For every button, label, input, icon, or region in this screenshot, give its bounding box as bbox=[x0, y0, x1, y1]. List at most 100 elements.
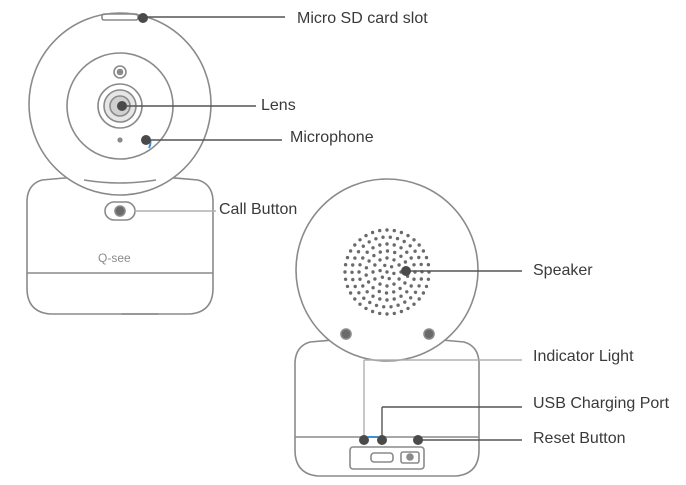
speaker-hole bbox=[402, 239, 406, 244]
speaker-hole bbox=[361, 244, 365, 248]
speaker-hole bbox=[371, 270, 375, 274]
indicator-light-accent bbox=[368, 436, 378, 438]
speaker-hole bbox=[385, 242, 389, 246]
speaker-hole bbox=[389, 305, 393, 309]
speaker-hole bbox=[372, 253, 376, 258]
speaker-hole bbox=[421, 249, 426, 253]
speaker-hole bbox=[424, 255, 429, 260]
speaker-hole bbox=[392, 282, 396, 286]
back-camera-head bbox=[295, 178, 479, 362]
speaker-hole bbox=[419, 262, 423, 267]
label-reset-button: Reset Button bbox=[533, 430, 626, 447]
front-camera-base bbox=[26, 175, 214, 315]
speaker-hole bbox=[392, 243, 396, 247]
speaker-hole bbox=[421, 291, 426, 295]
speaker-hole bbox=[399, 246, 403, 250]
speaker-hole bbox=[417, 284, 421, 288]
speaker-hole bbox=[378, 268, 382, 273]
speaker-grille bbox=[343, 228, 431, 316]
speaker-hole bbox=[392, 271, 396, 276]
speaker-hole bbox=[364, 233, 368, 238]
speaker-hole bbox=[412, 263, 416, 267]
speaker-hole bbox=[380, 275, 385, 279]
speaker-hole bbox=[426, 263, 431, 267]
speaker-hole bbox=[365, 250, 369, 254]
front-camera bbox=[26, 12, 214, 315]
indicator-light-dot bbox=[359, 435, 369, 445]
speaker-hole bbox=[385, 228, 389, 232]
label-indicator-light: Indicator Light bbox=[533, 348, 634, 365]
speaker-hole bbox=[358, 302, 362, 306]
speaker-hole bbox=[385, 256, 389, 260]
speaker-hole bbox=[371, 294, 375, 298]
speaker-hole bbox=[366, 280, 371, 284]
speaker-dot bbox=[401, 266, 411, 276]
front-neck bbox=[83, 179, 157, 184]
speaker-hole bbox=[353, 243, 357, 247]
speaker-hole bbox=[343, 277, 348, 281]
speaker-hole bbox=[378, 258, 382, 262]
speaker-hole bbox=[358, 263, 362, 267]
speaker-hole bbox=[392, 297, 396, 301]
speaker-hole bbox=[385, 298, 389, 302]
speaker-hole bbox=[403, 260, 408, 264]
speaker-hole bbox=[378, 243, 382, 247]
speaker-hole bbox=[357, 270, 361, 274]
speaker-hole bbox=[374, 303, 379, 308]
speaker-hole bbox=[392, 311, 396, 316]
speaker-hole bbox=[378, 250, 382, 254]
speaker-hole bbox=[387, 276, 391, 281]
speaker-hole bbox=[392, 228, 396, 233]
speaker-hole bbox=[417, 255, 421, 260]
usb-port-shape bbox=[370, 452, 394, 463]
leader-dots bbox=[117, 13, 423, 445]
speaker-hole bbox=[406, 233, 410, 238]
speaker-hole bbox=[367, 240, 371, 244]
speaker-hole bbox=[357, 291, 361, 295]
sd-card-slot-shape bbox=[101, 13, 139, 21]
label-sd-card-slot: Micro SD card slot bbox=[297, 10, 428, 27]
left-hinge bbox=[340, 328, 352, 340]
speaker-hole bbox=[362, 296, 366, 300]
speaker-hole bbox=[392, 290, 396, 294]
speaker-hole bbox=[385, 312, 389, 316]
label-microphone: Microphone bbox=[290, 129, 374, 146]
speaker-hole bbox=[364, 273, 368, 277]
speaker-hole bbox=[373, 277, 377, 281]
speaker-hole bbox=[356, 250, 361, 254]
speaker-hole bbox=[358, 277, 362, 281]
speaker-hole bbox=[370, 230, 375, 235]
speaker-hole bbox=[403, 300, 407, 304]
reset-hole bbox=[406, 453, 414, 461]
speaker-hole bbox=[378, 297, 382, 301]
speaker-hole bbox=[353, 284, 357, 289]
light-sensor-dot bbox=[116, 68, 124, 76]
microphone-hole bbox=[117, 137, 123, 143]
usb-dot bbox=[377, 435, 387, 445]
speaker-hole bbox=[348, 291, 353, 295]
speaker-hole bbox=[373, 263, 377, 267]
speaker-hole bbox=[378, 228, 382, 233]
speaker-hole bbox=[358, 238, 362, 242]
speaker-hole bbox=[353, 256, 357, 260]
speaker-hole bbox=[343, 263, 348, 267]
reset-button-shape bbox=[400, 451, 420, 464]
right-hinge bbox=[423, 328, 435, 340]
speaker-hole bbox=[412, 302, 416, 306]
speaker-hole bbox=[409, 284, 413, 288]
speaker-hole bbox=[395, 236, 400, 241]
speaker-hole bbox=[377, 289, 381, 294]
speaker-hole bbox=[397, 263, 401, 267]
speaker-hole bbox=[353, 297, 357, 301]
speaker-hole bbox=[367, 259, 371, 263]
speaker-hole bbox=[392, 258, 396, 262]
speaker-hole bbox=[351, 277, 355, 282]
speaker-hole bbox=[343, 270, 347, 274]
label-usb-charging-port: USB Charging Port bbox=[533, 395, 670, 412]
speaker-hole bbox=[365, 290, 369, 294]
call-button-center bbox=[114, 205, 126, 217]
speaker-hole bbox=[399, 230, 404, 235]
speaker-hole bbox=[382, 305, 386, 309]
label-speaker: Speaker bbox=[533, 262, 593, 279]
speaker-hole bbox=[361, 284, 365, 288]
